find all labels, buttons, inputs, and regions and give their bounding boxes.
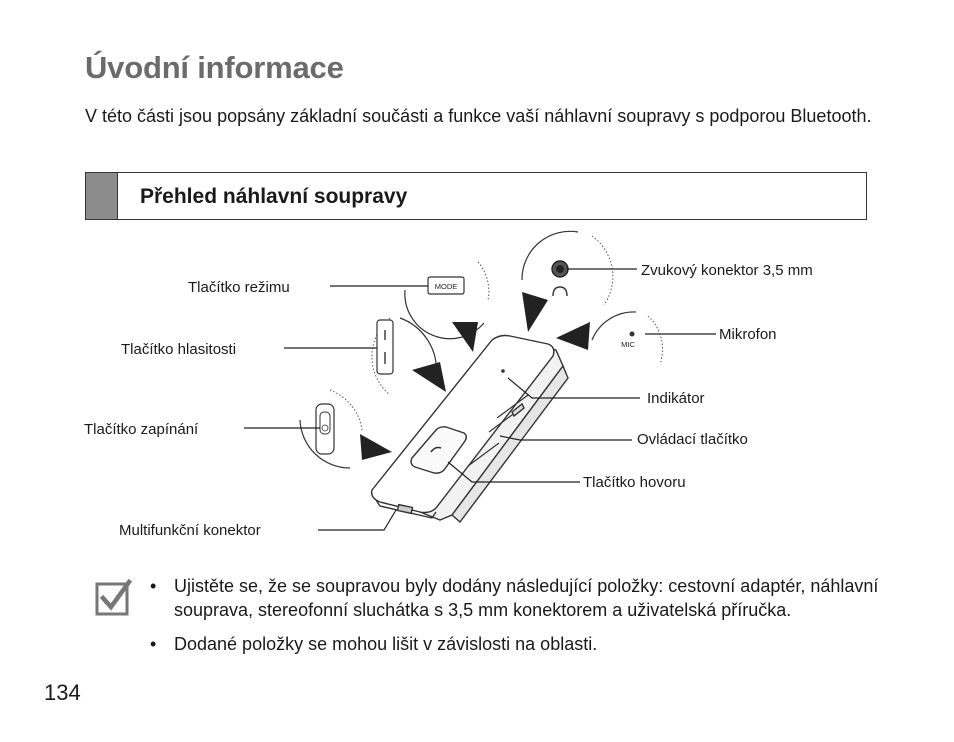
label-control-button: Ovládací tlačítko	[637, 431, 748, 448]
power-button-inset	[299, 389, 392, 469]
label-mode-button: Tlačítko režimu	[188, 279, 290, 296]
checkbox-check-icon	[95, 578, 133, 616]
bullet-marker: •	[150, 634, 157, 654]
mode-button-text: MODE	[435, 282, 458, 291]
page-title: Úvodní informace	[85, 50, 344, 85]
leader-lines	[244, 268, 716, 531]
label-multifunction-connector: Multifunkční konektor	[119, 522, 261, 539]
section-header: Přehled náhlavní soupravy	[85, 172, 867, 220]
section-tab-marker	[86, 173, 118, 219]
headphone-icon	[552, 286, 568, 297]
page-number: 134	[44, 680, 81, 705]
label-microphone: Mikrofon	[719, 326, 777, 343]
note-text: Ujistěte se, že se soupravou byly dodány…	[174, 576, 879, 620]
audio-connector-inset	[521, 230, 614, 332]
power-pointer-arrow	[360, 434, 392, 460]
label-power-button: Tlačítko zapínání	[84, 421, 199, 438]
label-call-button: Tlačítko hovoru	[583, 474, 686, 491]
volume-button-shape	[376, 319, 394, 375]
mic-hole	[629, 331, 635, 337]
label-volume-button: Tlačítko hlasitosti	[121, 341, 236, 358]
intro-paragraph: V této části jsou popsány základní součá…	[85, 106, 872, 126]
microphone-inset: MIC	[556, 311, 664, 365]
volume-button-inset	[371, 317, 446, 396]
audio-pointer-arrow	[522, 292, 548, 332]
mic-pointer-arrow	[556, 322, 590, 350]
mode-pointer-arrow	[452, 322, 478, 352]
audio-jack-hole	[551, 260, 569, 278]
mic-text: MIC	[621, 340, 635, 349]
note-text: Dodané položky se mohou lišit v závislos…	[174, 634, 598, 654]
label-audio-connector: Zvukový konektor 3,5 mm	[641, 262, 813, 279]
power-button-shape	[315, 403, 335, 455]
volume-pointer-arrow	[412, 362, 446, 392]
list-item: • Dodané položky se mohou lišit v závisl…	[148, 632, 888, 656]
notes-list: • Ujistěte se, že se soupravou byly dodá…	[148, 574, 888, 666]
headset-device	[370, 334, 569, 524]
label-indicator: Indikátor	[647, 390, 705, 407]
list-item: • Ujistěte se, že se soupravou byly dodá…	[148, 574, 888, 622]
bullet-marker: •	[150, 576, 157, 596]
mode-button-inset: MODE	[404, 261, 490, 352]
section-heading: Přehled náhlavní soupravy	[140, 185, 408, 208]
mode-button-shape	[427, 276, 465, 295]
